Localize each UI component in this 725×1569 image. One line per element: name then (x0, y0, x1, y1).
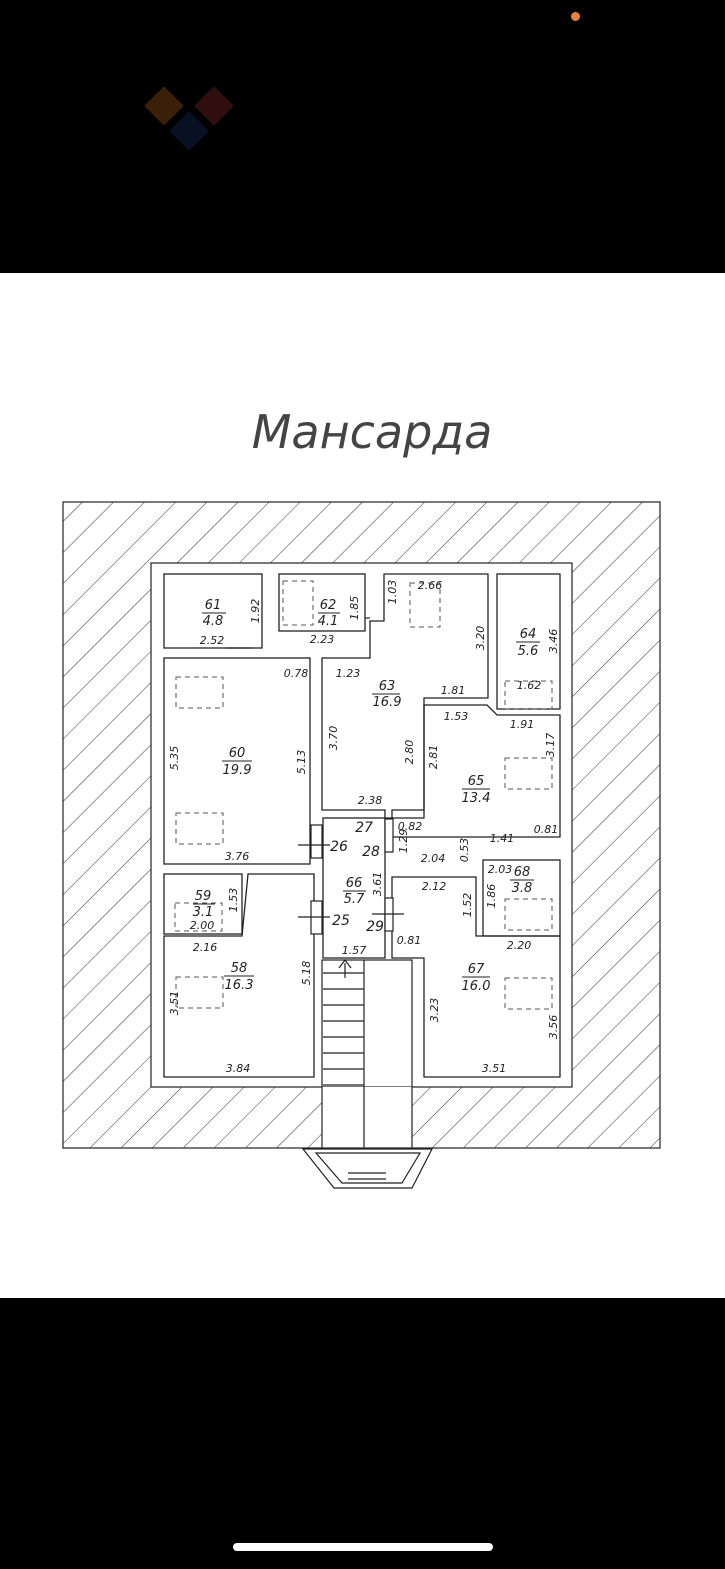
room-number: 65 (468, 774, 485, 789)
door-number: 25 (332, 913, 350, 929)
room-area: 5.6 (518, 644, 539, 659)
dimension-label: 3.20 (474, 626, 487, 651)
dimension-label: 1.41 (490, 832, 515, 845)
room-58-outline (163, 873, 315, 1078)
dimension-label: 1.57 (342, 944, 367, 957)
room-number: 58 (231, 961, 248, 976)
dimension-label: 0.78 (284, 667, 309, 680)
room-area: 13.4 (462, 791, 491, 806)
door-jambs (226, 617, 404, 935)
room-number: 61 (205, 598, 222, 613)
door-number: 29 (366, 919, 384, 935)
room-number: 59 (195, 889, 212, 904)
status-indicator-dot (571, 12, 580, 21)
dimension-label: 2.66 (418, 579, 443, 592)
dimension-label: 2.00 (190, 919, 215, 932)
dimension-labels-vertical: 1.92 1.85 1.03 3.20 3.46 3.17 5.35 5.13 … (168, 580, 560, 1040)
room-60-outline (163, 657, 311, 865)
room-number: 66 (346, 876, 363, 891)
dimension-label: 1.53 (227, 888, 240, 913)
room-number: 67 (468, 962, 485, 977)
dimension-label: 1.86 (485, 884, 498, 909)
staircase (321, 959, 413, 1149)
room-number: 60 (229, 746, 246, 761)
room-area: 16.9 (373, 695, 402, 710)
dimension-label: 2.80 (403, 740, 416, 765)
room-walls (163, 573, 561, 1078)
room-area: 4.1 (318, 614, 339, 629)
dimension-label: 2.81 (427, 745, 440, 770)
dimension-label: 1.03 (386, 580, 399, 605)
dimension-label: 1.92 (249, 599, 262, 624)
room-64-outline (496, 573, 561, 710)
dimension-label: 2.12 (422, 880, 447, 893)
dimension-label: 3.84 (226, 1062, 251, 1075)
plan-title: Мансарда (252, 405, 493, 459)
room-62-outline (278, 573, 366, 632)
dashed-fixtures (174, 580, 553, 1010)
dimension-label: 1.81 (441, 684, 466, 697)
room-area: 3.8 (512, 881, 533, 896)
dimension-label: 5.35 (168, 746, 181, 771)
room-labels: 61 4.8 62 4.1 63 16.9 64 5.6 60 19.9 65 … (193, 598, 540, 994)
attic-floor-plan: Мансарда (62, 405, 661, 1189)
dimension-label: 2.03 (488, 863, 513, 876)
room-area: 5.7 (344, 892, 365, 907)
dimension-label: 3.61 (371, 872, 384, 897)
dimension-label: 2.04 (421, 852, 446, 865)
dimension-label: 0.53 (458, 838, 471, 863)
dimension-label: 3.17 (544, 733, 557, 758)
dimension-label: 3.51 (168, 991, 181, 1016)
dimension-label: 3.23 (428, 998, 441, 1023)
dimension-label: 5.18 (300, 961, 313, 986)
door-number: 27 (355, 820, 373, 836)
room-number: 68 (514, 865, 531, 880)
dimension-label: 1.29 (397, 829, 410, 854)
room-area: 3.1 (193, 905, 214, 920)
room-61-outline (163, 573, 263, 649)
dimension-label: 1.53 (444, 710, 469, 723)
room-area: 4.8 (203, 614, 224, 629)
dimension-label: 5.13 (295, 750, 308, 775)
room-number: 63 (379, 679, 396, 694)
door-number: 26 (330, 839, 348, 855)
room-number: 62 (320, 598, 337, 613)
dimension-label: 2.38 (358, 794, 383, 807)
room-area: 16.3 (225, 978, 254, 993)
dimension-label: 2.16 (193, 941, 218, 954)
entry-porch (301, 1148, 433, 1189)
home-indicator[interactable] (233, 1543, 493, 1551)
room-67-outline (391, 876, 561, 1078)
room-number: 64 (520, 627, 537, 642)
dimension-label: 3.76 (225, 850, 250, 863)
dimension-label: 1.85 (348, 596, 361, 621)
room-area: 19.9 (223, 763, 252, 778)
room-area: 16.0 (462, 979, 491, 994)
dimension-label: 1.62 (517, 679, 542, 692)
dimension-label: 3.46 (547, 629, 560, 654)
dimension-label: 2.20 (507, 939, 532, 952)
dimension-label: 1.52 (461, 893, 474, 918)
dimension-label: 1.23 (336, 667, 361, 680)
floor-plan-sheet: Мансарда (0, 273, 725, 1298)
room-66-outline (322, 817, 386, 959)
dimension-label: 3.70 (327, 726, 340, 751)
app-logo-icon (144, 86, 234, 151)
dimension-label: 3.56 (547, 1015, 560, 1040)
room-65-outline (391, 704, 561, 838)
dimension-labels: 2.52 2.23 2.66 1.62 0.78 1.23 1.81 1.53 … (190, 579, 559, 1075)
room-59-outline (163, 873, 243, 935)
door-numbers: 26 27 28 25 29 (330, 820, 384, 935)
dimension-label: 0.82 (398, 820, 423, 833)
door-number: 28 (362, 844, 380, 860)
dimension-label: 0.81 (397, 934, 422, 947)
dimension-label: 2.23 (310, 633, 335, 646)
dimension-label: 0.81 (534, 823, 559, 836)
dimension-label: 1.91 (510, 718, 535, 731)
dimension-label: 3.51 (482, 1062, 507, 1075)
dimension-label: 2.52 (200, 634, 225, 647)
